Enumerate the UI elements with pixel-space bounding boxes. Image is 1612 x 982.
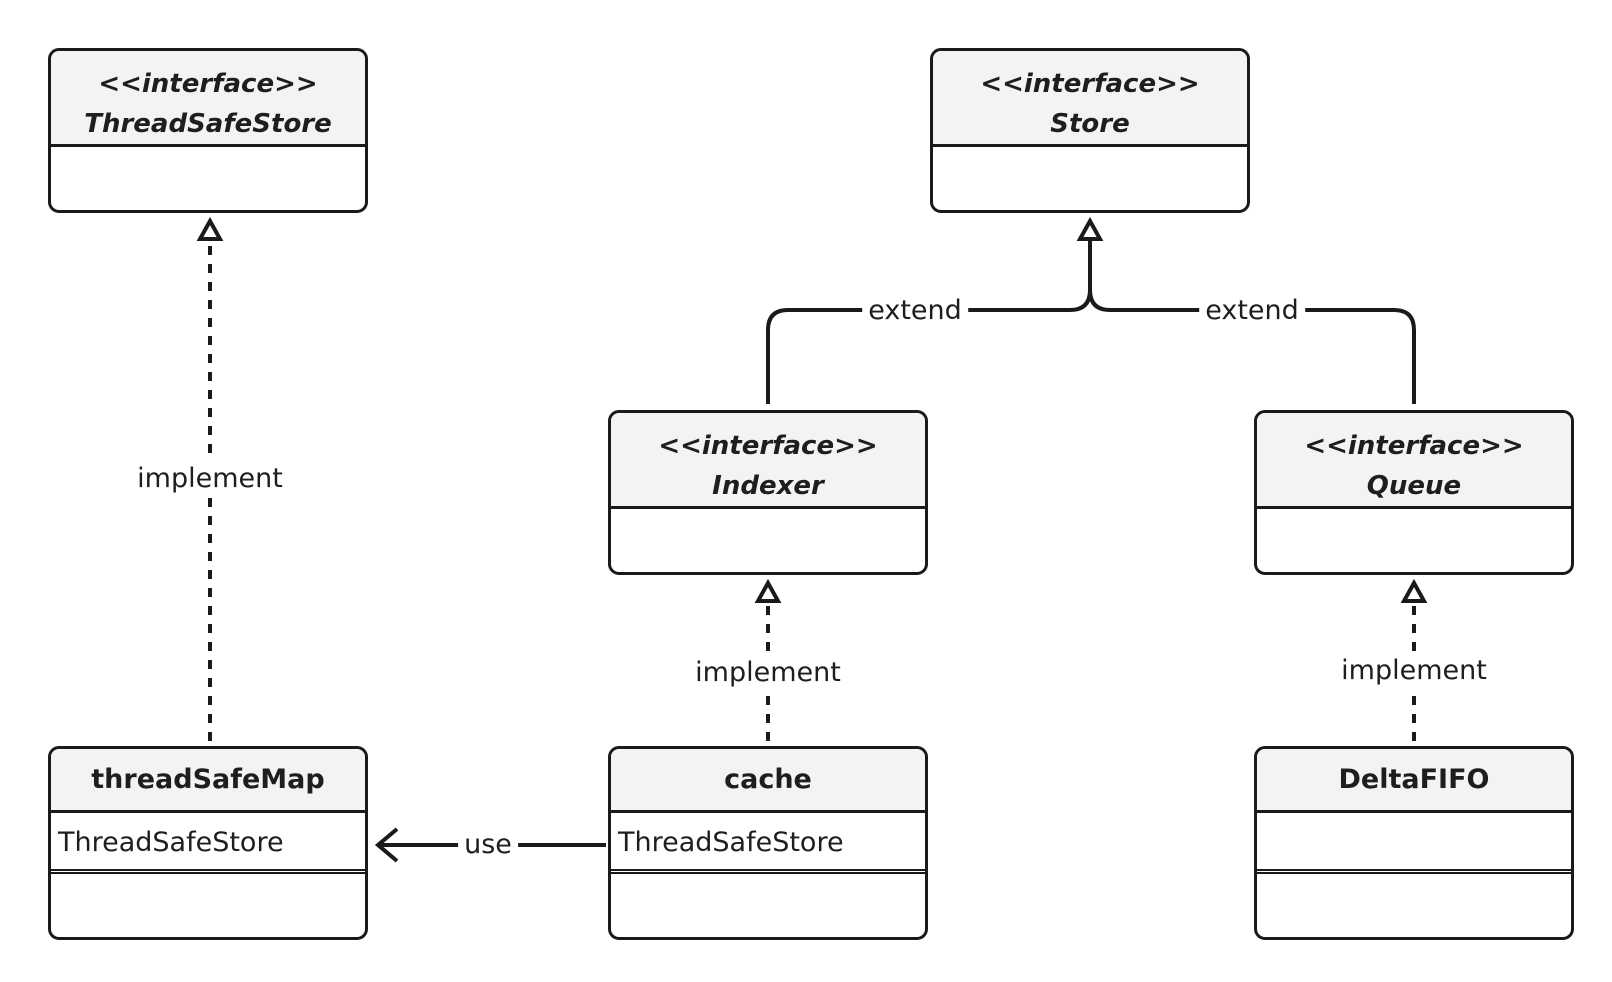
interface-indexer[interactable]: <<interface>> Indexer — [608, 410, 928, 575]
class-attribute — [1257, 813, 1571, 874]
interface-store[interactable]: <<interface>> Store — [930, 48, 1250, 213]
stereotype-label: <<interface>> — [1304, 431, 1524, 461]
class-threadsafemap[interactable]: threadSafeMap ThreadSafeStore — [48, 746, 368, 940]
class-operations — [51, 874, 365, 937]
class-name: cache — [611, 749, 925, 813]
edge-label-implement-threadsafestore: implement — [131, 462, 289, 496]
extend-line-queue — [1088, 289, 1416, 404]
class-name: DeltaFIFO — [1257, 749, 1571, 813]
edge-label-extend-queue: extend — [1199, 294, 1305, 328]
stereotype-label: <<interface>> — [980, 69, 1200, 99]
implement-arrowhead-indexer — [754, 578, 782, 603]
class-header: <<interface>> Store — [933, 51, 1247, 147]
edge-label-use: use — [458, 828, 518, 862]
implement-arrowhead-queue — [1400, 578, 1428, 603]
class-name: ThreadSafeStore — [84, 109, 332, 139]
class-attribute: ThreadSafeStore — [611, 813, 925, 874]
stereotype-label: <<interface>> — [98, 69, 318, 99]
interface-threadsafestore[interactable]: <<interface>> ThreadSafeStore — [48, 48, 368, 213]
edge-label-extend-indexer: extend — [862, 294, 968, 328]
class-body — [611, 509, 925, 572]
edge-label-implement-queue: implement — [1335, 654, 1493, 688]
extend-arrowhead-store — [1076, 216, 1104, 241]
class-deltafifo[interactable]: DeltaFIFO — [1254, 746, 1574, 940]
class-body — [51, 147, 365, 210]
interface-queue[interactable]: <<interface>> Queue — [1254, 410, 1574, 575]
class-operations — [1257, 874, 1571, 937]
class-header: <<interface>> Indexer — [611, 413, 925, 509]
class-body — [1257, 509, 1571, 572]
use-arrowhead — [374, 827, 399, 863]
implement-arrowhead-threadsafestore — [196, 216, 224, 241]
class-name: Queue — [1366, 471, 1462, 501]
edge-label-implement-indexer: implement — [689, 656, 847, 690]
class-attribute: ThreadSafeStore — [51, 813, 365, 874]
class-name: Store — [1050, 109, 1130, 139]
class-header: <<interface>> Queue — [1257, 413, 1571, 509]
class-operations — [611, 874, 925, 937]
class-header: <<interface>> ThreadSafeStore — [51, 51, 365, 147]
class-body — [933, 147, 1247, 210]
class-cache[interactable]: cache ThreadSafeStore — [608, 746, 928, 940]
class-name: Indexer — [712, 471, 824, 501]
class-name: threadSafeMap — [51, 749, 365, 813]
stereotype-label: <<interface>> — [658, 431, 878, 461]
